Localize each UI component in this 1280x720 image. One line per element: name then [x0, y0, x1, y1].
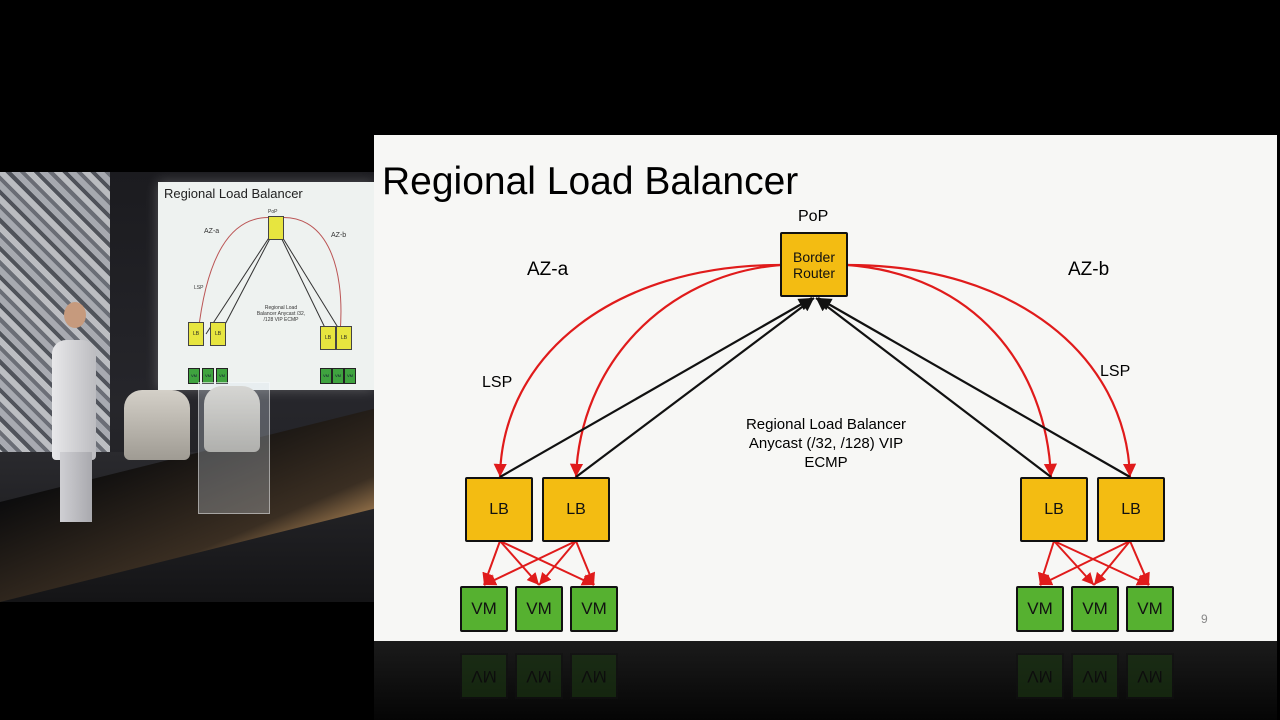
- speaker-body: [52, 340, 96, 460]
- stage-screen-az-b-label: AZ-b: [331, 232, 347, 239]
- lb-node: LB: [542, 477, 610, 542]
- lb-vm-arrow: [575, 540, 596, 586]
- speaker-legs: [60, 452, 92, 522]
- stage-screen-title: Regional Load Balancer: [164, 186, 303, 201]
- stage-screen-vm: VM: [216, 368, 228, 384]
- slide: Regional Load Balancer: [374, 135, 1277, 641]
- lb-node: LB: [1020, 477, 1088, 542]
- lsp-arrow: [847, 263, 1057, 478]
- vm-node: VM: [515, 586, 563, 632]
- stage-screen-lb: LB: [188, 322, 204, 346]
- vm-node: VM: [1126, 586, 1174, 632]
- uplink-line: [817, 297, 1131, 478]
- stage-screen-vm: VM: [332, 368, 344, 384]
- caption-line: ECMP: [804, 454, 848, 471]
- podium: [198, 382, 270, 514]
- lb-node: LB: [1097, 477, 1165, 542]
- lb-vm-arrow: [499, 540, 540, 586]
- uplink-line: [575, 297, 815, 478]
- stage-screen-vm: VM: [344, 368, 356, 384]
- border-router-node: Border Router: [780, 232, 848, 297]
- vm-reflection: VM: [460, 653, 508, 699]
- stage-screen-vm: VM: [320, 368, 332, 384]
- caption-line: Regional Load Balancer: [745, 416, 907, 433]
- stage-screen-az-a-label: AZ-a: [204, 228, 220, 235]
- lb-vm-arrow: [1053, 540, 1095, 586]
- stage-projection-screen: Regional Load Balancer PoP AZ-a AZ-b LSP…: [158, 182, 374, 390]
- stage-chair: [204, 386, 260, 452]
- vm-node: VM: [570, 586, 618, 632]
- stage-chair: [124, 390, 190, 460]
- lsp-arrow: [569, 263, 781, 478]
- vm-node: VM: [1016, 586, 1064, 632]
- lsp-arrow: [847, 263, 1137, 478]
- stage-screen-diagram-lines: [197, 217, 343, 335]
- stage-screen-lb: LB: [320, 326, 336, 350]
- lsp-label-left: LSP: [482, 374, 513, 391]
- stage-screen-caption: Regional Load Balancer Anycast /32, /128…: [256, 305, 306, 323]
- diagram-caption: Regional Load Balancer Anycast (/32, /12…: [736, 415, 916, 472]
- vm-reflection: VM: [1071, 653, 1119, 699]
- lb-vm-arrow: [499, 540, 595, 586]
- slide-title: Regional Load Balancer: [382, 160, 799, 203]
- az-b-label: AZ-b: [1068, 259, 1110, 280]
- stage-screen-pop-label: PoP: [268, 209, 278, 215]
- lb-vm-arrow: [538, 540, 577, 586]
- page-number: 9: [1201, 612, 1208, 626]
- vm-node: VM: [1071, 586, 1119, 632]
- stage-screen-vm: VM: [188, 368, 200, 384]
- stage-screen-router: [268, 216, 284, 240]
- stage-photo: Regional Load Balancer PoP AZ-a AZ-b LSP…: [0, 172, 374, 602]
- lsp-arrow: [493, 263, 781, 478]
- vm-reflection: VM: [570, 653, 618, 699]
- stage-screen-lb: LB: [336, 326, 352, 350]
- vm-reflection: VM: [1126, 653, 1174, 699]
- speaker-head: [64, 302, 86, 328]
- pop-label: PoP: [798, 208, 829, 225]
- uplink-line: [499, 297, 813, 478]
- diagram-links: [482, 263, 1150, 586]
- lb-vm-arrow: [1093, 540, 1131, 586]
- lb-vm-arrow: [483, 540, 577, 586]
- stage-screen-lb: LB: [210, 322, 226, 346]
- vm-reflection: VM: [515, 653, 563, 699]
- stage-screen-lsp-label: LSP: [194, 285, 204, 291]
- az-a-label: AZ-a: [527, 259, 569, 280]
- vm-reflection: VM: [1016, 653, 1064, 699]
- caption-line: Anycast (/32, /128) VIP: [748, 435, 904, 452]
- lb-node: LB: [465, 477, 533, 542]
- lsp-label-right: LSP: [1100, 363, 1131, 380]
- lb-vm-arrow: [1039, 540, 1131, 586]
- stage-screen-vm: VM: [202, 368, 214, 384]
- vm-node: VM: [460, 586, 508, 632]
- slide-reflection: VM VM VM VM VM VM: [374, 641, 1277, 720]
- uplink-line: [815, 297, 1052, 478]
- lb-vm-arrow: [1129, 540, 1150, 586]
- lb-vm-arrow: [1053, 540, 1150, 586]
